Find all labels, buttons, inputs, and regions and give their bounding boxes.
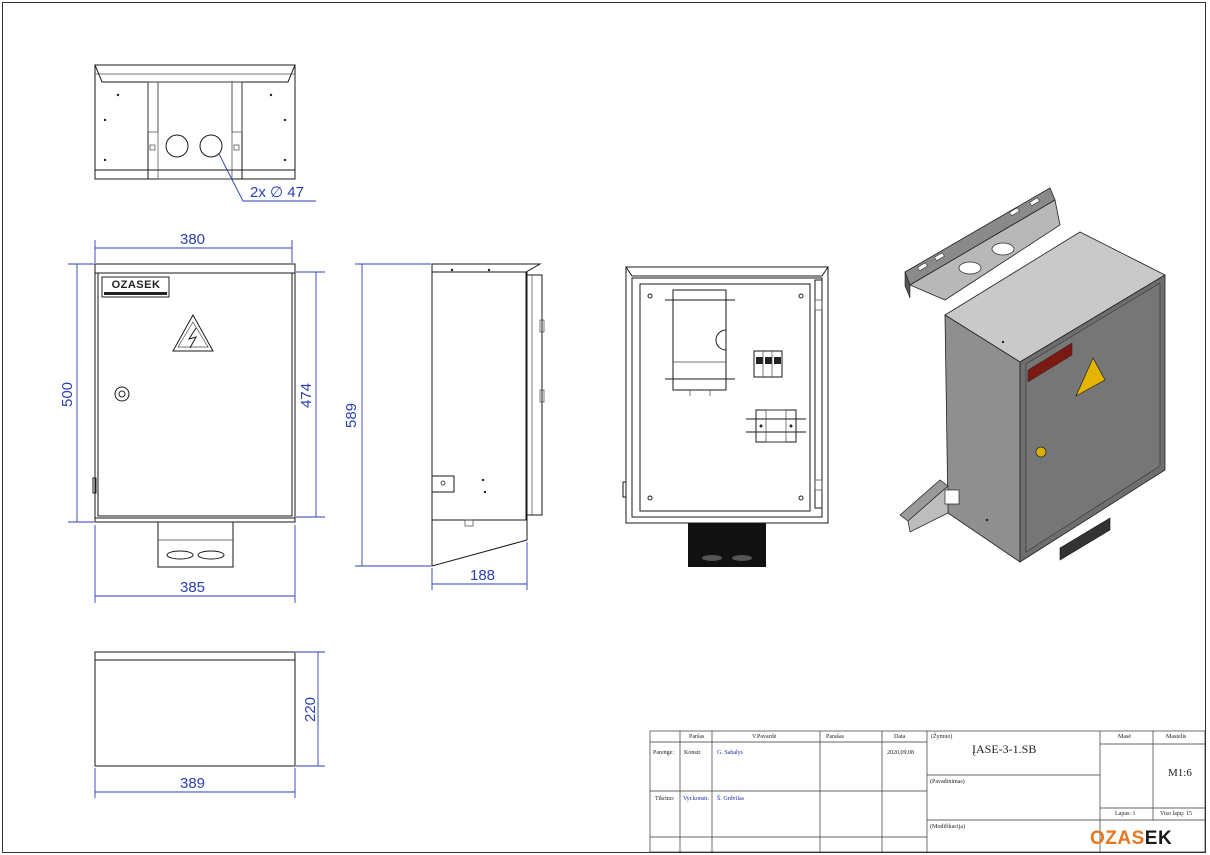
tb-row2-role: Tikrino: bbox=[655, 796, 675, 802]
tb-total-sheets: Viso lapų: 15 bbox=[1160, 811, 1192, 817]
dim-front-width-top: 380 bbox=[180, 231, 205, 248]
company-logo-dark: EK bbox=[1144, 828, 1173, 849]
front-view bbox=[68, 240, 325, 603]
door-logo-text: OZASEK bbox=[111, 279, 161, 291]
tb-header-scale: Mastelis bbox=[1166, 734, 1187, 740]
tb-row1-role: Parenge: bbox=[653, 750, 674, 756]
isometric-view bbox=[899, 187, 1166, 563]
tb-header-name: V.Pavardė bbox=[752, 734, 777, 740]
tb-name-label: (Pavadinimas) bbox=[930, 779, 965, 785]
top-view bbox=[94, 64, 316, 202]
tb-header-parasas: Paršas bbox=[689, 734, 705, 740]
tb-sheet: Lapas: 1 bbox=[1115, 811, 1136, 817]
bottom-view bbox=[94, 651, 325, 798]
dim-side-depth: 188 bbox=[470, 567, 495, 584]
dim-bottom-height: 220 bbox=[302, 697, 319, 722]
side-view bbox=[355, 263, 545, 590]
high-voltage-warning-icon bbox=[172, 313, 214, 352]
title-block-grid bbox=[649, 730, 1206, 853]
tb-header-signature: Parašas bbox=[826, 734, 844, 740]
tb-row1-position: Konstr. bbox=[684, 750, 702, 756]
tb-row1-name: G. Sabalys bbox=[717, 750, 743, 756]
tb-drawing-number: ĮASE-3-1.SB bbox=[972, 742, 1037, 756]
company-logo-orange: OZAS bbox=[1090, 828, 1145, 849]
tb-modification-label: (Modifikacija) bbox=[930, 824, 965, 830]
tb-row2-name: Š. Grdvilas bbox=[717, 796, 744, 802]
company-logo: OZASEK bbox=[1090, 828, 1172, 850]
tb-scale-value: M1:6 bbox=[1168, 767, 1192, 779]
tb-header-date: Data bbox=[894, 734, 906, 740]
lock-icon bbox=[114, 386, 130, 402]
dim-front-height: 500 bbox=[59, 382, 76, 407]
tb-row1-date: 2020.09.08 bbox=[887, 750, 914, 756]
tb-header-marking: (Žymuo) bbox=[931, 734, 953, 740]
dim-holes: 2x ∅ 47 bbox=[250, 184, 304, 201]
tb-row2-position: Vyr.konstr. bbox=[683, 796, 710, 802]
dim-front-inner-height: 474 bbox=[298, 383, 315, 408]
tb-header-mass: Masė bbox=[1118, 734, 1131, 740]
dim-front-width-bottom: 385 bbox=[180, 579, 205, 596]
dim-bottom-width: 389 bbox=[180, 775, 205, 792]
iso-warning-icon bbox=[1075, 357, 1106, 397]
dim-side-height: 589 bbox=[343, 403, 360, 428]
open-cabinet-view bbox=[622, 266, 829, 567]
